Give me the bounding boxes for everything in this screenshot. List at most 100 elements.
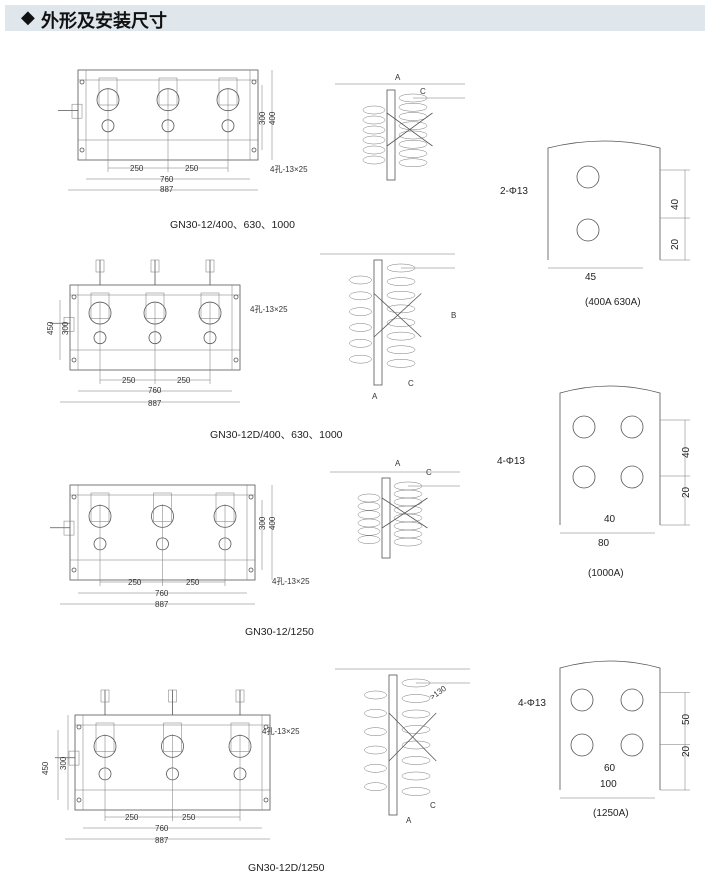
drawing-line — [386, 89, 396, 181]
dim-v1: 40 — [681, 446, 692, 458]
busbar-3: 4-Φ13 50 20 60 100 (1250A) — [518, 698, 692, 819]
insulator-disc — [362, 135, 386, 145]
busbar-1: 2-Φ13 40 20 45 (400A 630A) — [500, 186, 681, 308]
insulator-disc — [357, 527, 381, 536]
mount-hole — [71, 567, 77, 573]
insulator-disc — [398, 130, 428, 140]
insulator-disc — [349, 307, 372, 316]
insulator-disc — [401, 694, 431, 703]
bolt-hole — [576, 165, 600, 189]
dim-v1: 50 — [681, 713, 692, 725]
dim-inner-h: 300 — [258, 516, 267, 530]
mount-hole — [251, 79, 257, 85]
insulator-disc — [398, 158, 428, 167]
dim-pitch-2: 250 — [182, 813, 196, 822]
drawing-line — [77, 69, 87, 161]
insulator-disc — [386, 304, 416, 314]
dim-pitch-1: 250 — [125, 813, 139, 822]
mount-hole — [263, 724, 269, 730]
insulator-disc — [393, 529, 423, 539]
dim-pitch-2: 250 — [177, 376, 191, 385]
bolt-hole — [620, 465, 644, 489]
drawing-line — [235, 689, 245, 703]
front-view-1: 250 250 760 887 300 400 4孔-13×25 GN30-12… — [130, 73, 426, 231]
drawing-line — [69, 484, 79, 581]
insulator-disc — [357, 518, 381, 528]
dim-outer-h: 400 — [268, 111, 277, 125]
dim-h2: 100 — [600, 779, 617, 790]
dim-pitch-1: 250 — [128, 578, 142, 587]
caption: GN30-12D/1250 — [248, 862, 325, 874]
insulator-disc — [364, 727, 387, 736]
busbar-outline — [559, 660, 661, 790]
side-dim-angle: >130 — [428, 684, 448, 702]
dim-holes: 4孔-13×25 — [250, 305, 288, 314]
insulator-disc — [386, 331, 416, 341]
section-title: 外形及安装尺寸 — [41, 11, 167, 32]
drawing-line — [386, 112, 433, 147]
mount-hole — [248, 494, 254, 500]
drawing-line — [71, 103, 83, 119]
drawing-line — [246, 484, 256, 581]
bolt-hole — [570, 688, 594, 712]
insulator-disc — [362, 155, 386, 165]
dim-inner-h: 300 — [59, 756, 68, 770]
dim-h1: 45 — [585, 272, 597, 283]
diamond-icon: ◆ — [21, 7, 35, 28]
dim-holes: 4孔-13×25 — [262, 727, 300, 736]
caption: GN30-12/400、630、1000 — [170, 219, 295, 231]
insulator-disc — [401, 725, 431, 734]
drawing-line — [63, 520, 75, 536]
insulator-disc — [386, 318, 416, 327]
front-view-2: 250 250 760 887 450 300 4孔-13×25 GN30-12… — [46, 305, 456, 441]
mount-hole — [233, 357, 239, 363]
bolt-hole — [572, 415, 596, 439]
dim-v2: 20 — [681, 745, 692, 757]
insulator-disc — [393, 489, 423, 499]
caption: GN30-12D/400、630、1000 — [210, 429, 343, 441]
insulator-disc — [357, 502, 381, 511]
side-dim-a: A — [395, 459, 401, 468]
insulator-disc — [386, 359, 416, 368]
insulator-disc — [393, 521, 423, 531]
dim-pitch-2: 250 — [185, 164, 199, 173]
mount-hole — [233, 294, 239, 300]
insulator-disc — [398, 103, 428, 112]
insulator-disc — [401, 787, 431, 796]
drawing-line — [249, 69, 259, 161]
side-dim-a: A — [406, 816, 412, 825]
dim-mount: 760 — [155, 589, 169, 598]
insulator-disc — [401, 771, 431, 781]
drawing-line — [63, 317, 75, 332]
insulator-disc — [393, 505, 423, 515]
bolt-hole — [620, 415, 644, 439]
drawing-line — [150, 259, 160, 273]
caption: (1000A) — [588, 568, 624, 579]
drawing-line — [381, 497, 428, 529]
hole-spec: 4-Φ13 — [518, 698, 546, 709]
caption: (1250A) — [593, 808, 629, 819]
insulator-disc — [362, 125, 386, 135]
hole-spec: 2-Φ13 — [500, 186, 528, 197]
insulator-disc — [386, 277, 416, 286]
mount-hole — [71, 294, 77, 300]
dim-overall: 887 — [148, 399, 162, 408]
mount-hole — [248, 567, 254, 573]
busbar-outline — [547, 140, 661, 260]
drawing-line — [381, 477, 391, 559]
insulator-disc — [349, 339, 372, 348]
dim-outer-h: 450 — [41, 761, 50, 775]
drawing-line — [373, 293, 422, 338]
insulator-disc — [349, 323, 372, 332]
mount-hole — [79, 79, 85, 85]
mount-hole — [71, 357, 77, 363]
insulator-disc — [357, 535, 381, 544]
insulator-disc — [364, 782, 387, 791]
insulator-disc — [398, 149, 428, 158]
insulator-disc — [398, 121, 428, 130]
insulator-disc — [401, 740, 431, 750]
bolt-hole — [570, 733, 594, 757]
insulator-disc — [362, 105, 386, 115]
insulator-disc — [349, 291, 372, 301]
